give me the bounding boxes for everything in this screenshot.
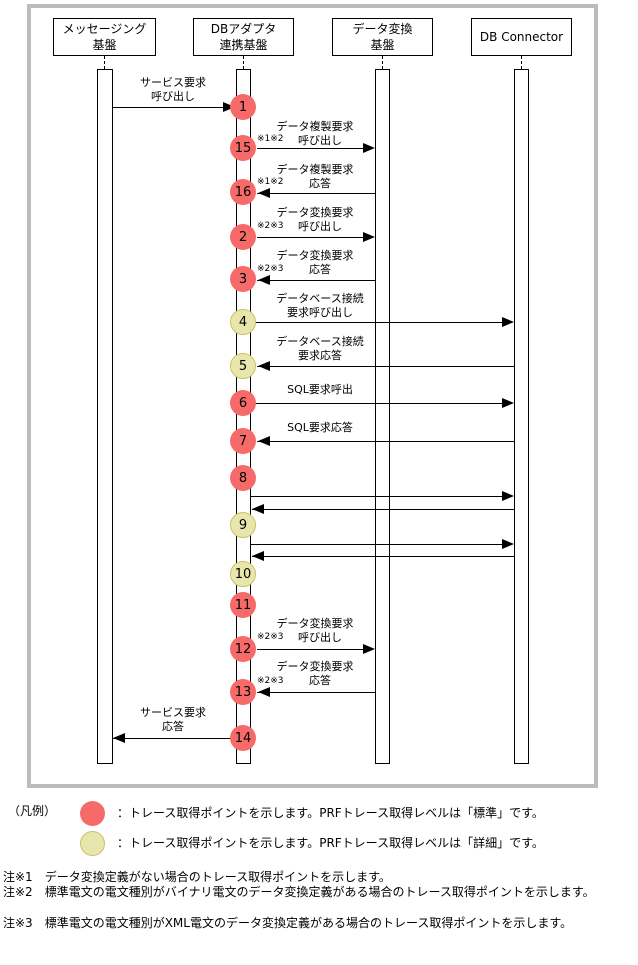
trace-point-4: 4 <box>230 309 256 335</box>
actor-label: DB Connector <box>479 30 564 44</box>
actor-label: 連携基盤 <box>219 38 268 52</box>
activation-bar-messaging <box>97 69 113 764</box>
arrow-head-right-icon <box>502 491 514 501</box>
message-arrow <box>257 148 363 149</box>
footnote-ref: ※2※3 <box>257 632 284 642</box>
message-arrow <box>251 322 502 323</box>
footnote-ref: ※2※3 <box>257 221 284 231</box>
actor-data-transform: データ変換 基盤 <box>332 18 433 56</box>
message-arrow <box>251 544 502 545</box>
arrow-head-left-icon <box>252 504 264 514</box>
arrow-head-left-icon <box>258 361 270 371</box>
actor-db-connector: DB Connector <box>471 18 572 56</box>
trace-point-5: 5 <box>230 353 256 379</box>
actor-label: 基盤 <box>92 38 117 52</box>
message-arrow <box>257 441 514 442</box>
message-label: データ複製要求呼び出し <box>276 120 354 147</box>
message-label: データ変換要求呼び出し <box>276 617 354 644</box>
lifeline-dots <box>382 56 383 69</box>
trace-point-8: 8 <box>230 465 256 491</box>
message-arrow <box>257 280 375 281</box>
footnote-ref: ※2※3 <box>257 264 284 274</box>
activation-bar-data-transform <box>375 69 390 764</box>
message-arrow <box>257 649 363 650</box>
message-label: データベース接続要求呼び出し <box>276 292 364 319</box>
message-arrow <box>257 366 514 367</box>
arrow-head-right-icon <box>363 232 375 242</box>
actor-db-adapter: DBアダプタ 連携基盤 <box>193 18 294 56</box>
trace-point-14: 14 <box>230 725 256 751</box>
arrow-head-right-icon <box>502 317 514 327</box>
message-arrow <box>252 556 514 557</box>
message-label: データ変換要求呼び出し <box>276 206 354 233</box>
trace-point-2: 2 <box>230 224 256 250</box>
arrow-head-left-icon <box>258 436 270 446</box>
message-arrow <box>257 193 375 194</box>
footnote-ref: ※1※2 <box>257 134 284 144</box>
footnote-1: 注※1 データ変換定義がない場合のトレース取得ポイントを示します。 <box>3 870 391 884</box>
trace-point-16: 16 <box>230 179 256 205</box>
message-arrow <box>251 496 502 497</box>
message-arrow <box>257 692 375 693</box>
actor-messaging-platform: メッセージング 基盤 <box>53 18 156 56</box>
footnote-ref: ※2※3 <box>257 676 284 686</box>
arrow-head-left-icon <box>258 275 270 285</box>
trace-point-15: 15 <box>230 135 256 161</box>
trace-point-13: 13 <box>230 679 256 705</box>
arrow-head-right-icon <box>363 644 375 654</box>
arrow-head-left-icon <box>113 733 125 743</box>
actor-label: 基盤 <box>370 38 395 52</box>
trace-point-1: 1 <box>230 94 256 120</box>
actor-label: DBアダプタ <box>210 22 277 36</box>
legend-detail-text: ：トレース取得ポイントを示します。PRFトレース取得レベルは「詳細」です。 <box>117 836 544 850</box>
actor-label: メッセージング <box>62 22 147 36</box>
trace-point-10: 10 <box>230 561 256 587</box>
trace-point-7: 7 <box>230 428 256 454</box>
legend-detail-circle-icon <box>80 831 105 856</box>
arrow-head-right-icon <box>502 539 514 549</box>
message-label: データ変換要求応答 <box>276 660 354 687</box>
footnote-3: 注※3 標準電文の電文種別がXML電文のデータ変換定義がある場合のトレース取得ポ… <box>3 916 573 930</box>
legend-title: （凡例） <box>8 804 57 818</box>
message-label: データ複製要求応答 <box>276 163 354 190</box>
message-label: サービス要求応答 <box>140 706 206 733</box>
arrow-head-left-icon <box>258 188 270 198</box>
message-label: SQL要求呼出 <box>287 383 353 396</box>
trace-point-6: 6 <box>230 390 256 416</box>
message-arrow <box>252 509 514 510</box>
arrow-head-right-icon <box>363 143 375 153</box>
diagram-frame <box>27 4 598 788</box>
arrow-head-right-icon <box>502 398 514 408</box>
actor-label: データ変換 <box>352 22 413 36</box>
arrow-head-right-icon <box>223 102 235 112</box>
lifeline-dots <box>104 56 105 69</box>
message-arrow <box>257 237 363 238</box>
message-arrow <box>113 107 223 108</box>
activation-bar-db-connector <box>514 69 529 764</box>
lifeline-dots <box>243 56 244 69</box>
footnote-2: 注※2 標準電文の電文種別がバイナリ電文のデータ変換定義がある場合のトレース取得… <box>3 885 595 899</box>
trace-point-3: 3 <box>230 266 256 292</box>
arrow-head-left-icon <box>258 687 270 697</box>
message-arrow <box>251 403 502 404</box>
trace-point-9: 9 <box>230 512 256 538</box>
legend-standard-text: ：トレース取得ポイントを示します。PRFトレース取得レベルは「標準」です。 <box>117 806 544 820</box>
footnote-ref: ※1※2 <box>257 177 284 187</box>
trace-point-12: 12 <box>230 636 256 662</box>
message-arrow <box>113 738 231 739</box>
arrow-head-left-icon <box>252 551 264 561</box>
message-label: データベース接続要求応答 <box>276 335 364 362</box>
lifeline-dots <box>521 56 522 69</box>
trace-point-11: 11 <box>230 592 256 618</box>
legend-standard-circle-icon <box>80 801 105 826</box>
message-label: SQL要求応答 <box>287 421 353 434</box>
message-label: サービス要求呼び出し <box>140 76 206 103</box>
message-label: データ変換要求応答 <box>276 249 354 276</box>
